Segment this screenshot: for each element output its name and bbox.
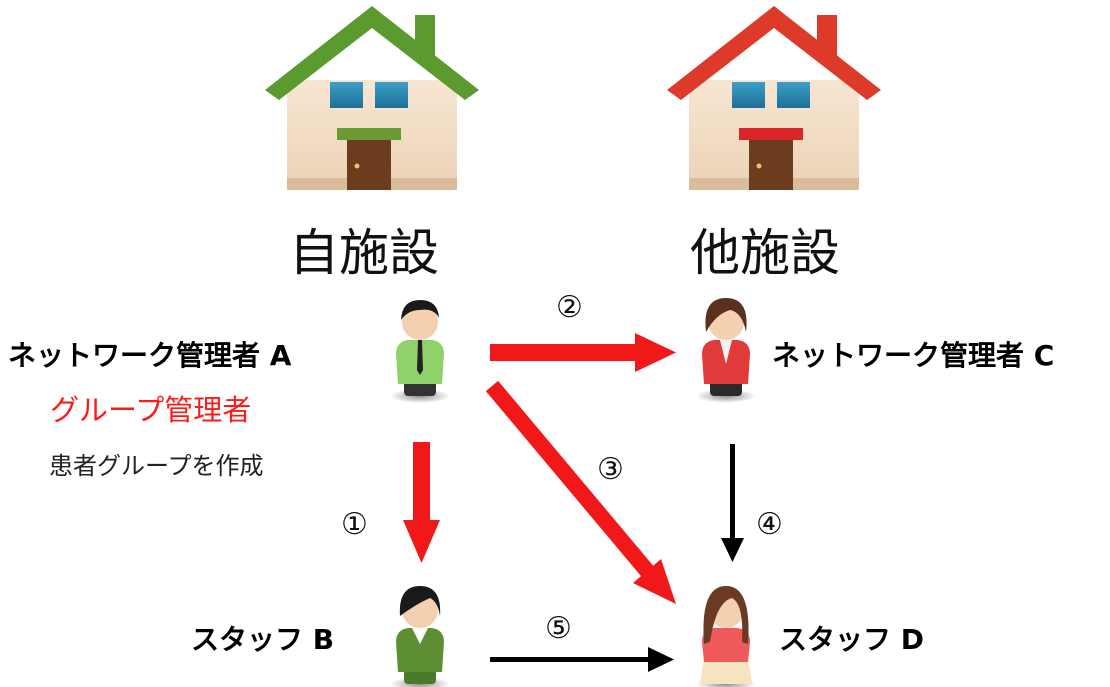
own-facility-label: 自施設: [289, 224, 439, 282]
step-5-label: ⑤: [545, 611, 572, 646]
arrow-5: [490, 647, 674, 672]
create-group-note: 患者グループを作成: [49, 452, 264, 480]
person-b-icon: [390, 586, 450, 687]
arrow-1: [403, 442, 440, 563]
step-3-label: ③: [597, 452, 624, 487]
roof-own: [265, 6, 479, 100]
step-4-label: ④: [756, 507, 783, 542]
roof-other: [667, 6, 881, 100]
person-a-label: ネットワーク管理者 A: [8, 339, 292, 372]
group-admin-role: グループ管理者: [50, 393, 252, 427]
person-c-icon: [696, 298, 756, 403]
arrow-4: [721, 444, 744, 562]
step-1-label: ①: [341, 507, 368, 542]
arrow-2: [490, 333, 676, 372]
person-c-label: ネットワーク管理者 C: [772, 339, 1055, 372]
person-a-icon: [390, 300, 450, 403]
person-b-label: スタッフ B: [191, 623, 335, 656]
step-2-label: ②: [556, 290, 583, 325]
person-d-label: スタッフ D: [779, 623, 924, 656]
other-facility-label: 他施設: [690, 224, 840, 282]
arrow-3: [485, 380, 676, 604]
house-other-icon: [667, 6, 881, 190]
house-own-icon: [265, 6, 479, 190]
person-d-icon: [696, 586, 756, 687]
